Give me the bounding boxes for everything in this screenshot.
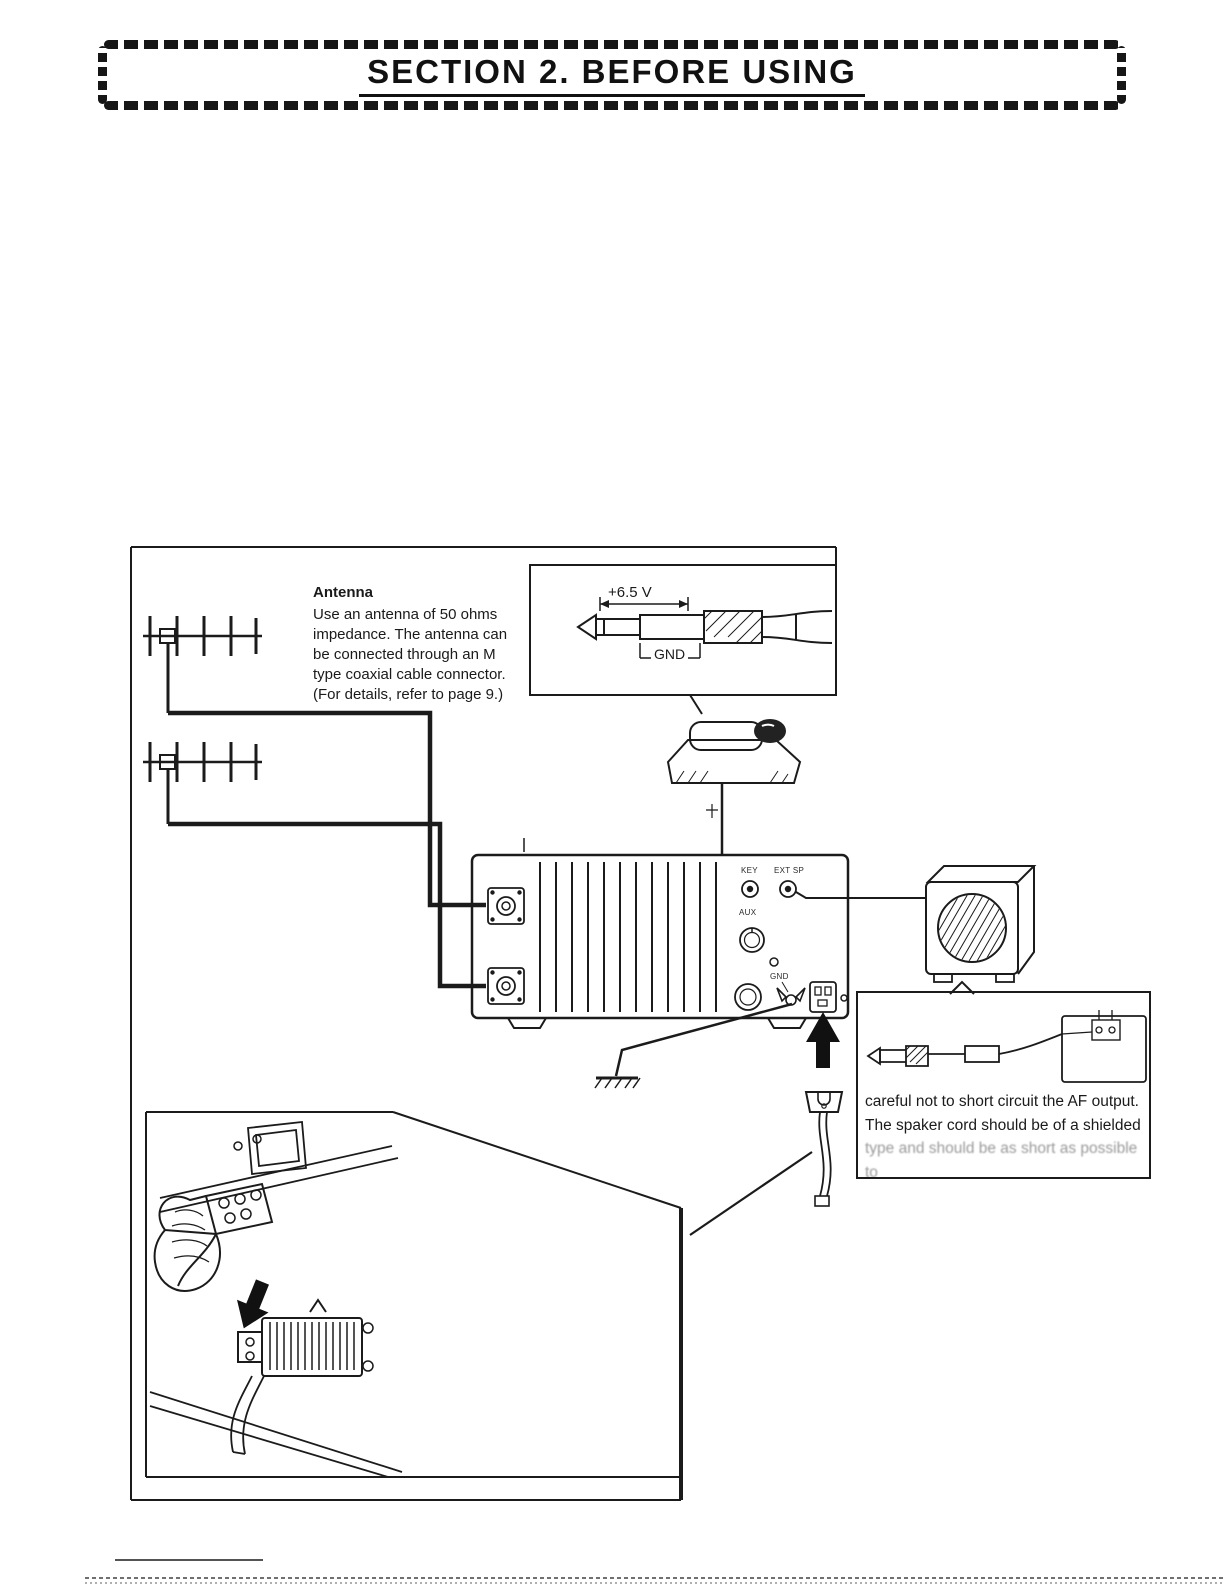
antenna-note-title: Antenna (313, 584, 373, 601)
mic-plug-illustration (529, 564, 837, 696)
power-connector-scene-illustration (149, 1121, 403, 1478)
rear-panel-key-label: KEY (741, 866, 758, 875)
rear-panel-extsp-label: EXT SP (774, 866, 805, 875)
antenna-note-body: Use an antenna of 50 ohms impedance. The… (313, 606, 508, 703)
plug-gnd-label: GND (651, 646, 689, 662)
section-header: SECTION 2. BEFORE USING (98, 40, 1126, 110)
diagram-frame (130, 546, 837, 1501)
yagi-antenna-bottom-illustration (143, 742, 262, 824)
desk-microphone-illustration (666, 694, 802, 855)
plug-voltage-label: +6.5 V (608, 584, 652, 601)
header-border-right (1117, 46, 1126, 104)
caution-line-1: careful not to short circuit the AF outp… (865, 1093, 1139, 1110)
header-border-bottom (104, 101, 1120, 110)
caution-inset-illustration (856, 991, 1151, 1179)
header-border-left (98, 46, 107, 104)
external-speaker-illustration (795, 865, 1037, 995)
caution-line-3: type and should be as short as possible … (865, 1140, 1138, 1181)
page-bottom-rules (85, 1559, 1225, 1584)
arrow-down-icon (236, 1279, 269, 1329)
yagi-antenna-top-illustration (143, 616, 262, 713)
antenna-note: Antenna Use an antenna of 50 ohms impeda… (313, 583, 521, 705)
coax-feedline-illustration (168, 710, 486, 989)
rear-panel-aux-label: AUX (739, 908, 757, 917)
caution-line-2: The spaker cord should be of a shielded (865, 1116, 1141, 1134)
ground-symbol (594, 1002, 793, 1089)
transceiver-rear-panel-illustration (470, 838, 850, 1029)
hanging-microphone-illustration (689, 1091, 844, 1236)
page-title: SECTION 2. BEFORE USING (100, 53, 1124, 97)
caution-note: careful not to short circuit the AF outp… (865, 1090, 1147, 1184)
header-border-top (104, 40, 1120, 49)
rear-panel-gnd-label: GND (770, 972, 789, 981)
arrow-up-icon (806, 1012, 840, 1068)
